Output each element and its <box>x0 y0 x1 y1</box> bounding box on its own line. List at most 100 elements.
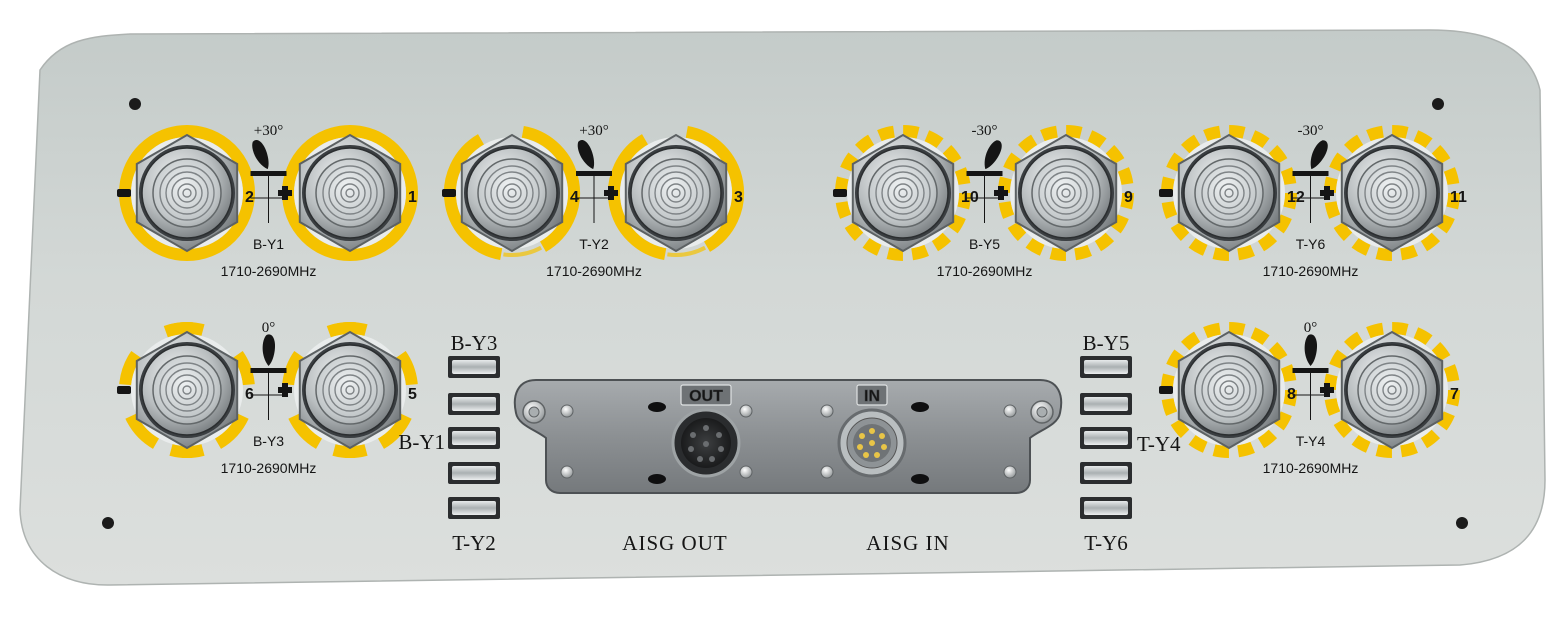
right-slot-column <box>1080 356 1132 519</box>
rf-connector-port-12[interactable] <box>1173 133 1285 253</box>
tilt-angle-label: +30° <box>254 123 283 139</box>
port-group-ty2: +30° 4 3T-Y2 1710-2690MHz <box>442 123 745 279</box>
rf-connector-port-6[interactable] <box>131 330 243 450</box>
port-group-name: B-Y3 <box>253 433 284 449</box>
right-slot-top-label: B-Y5 <box>1083 331 1130 355</box>
tilt-angle-label: -30° <box>1298 123 1324 139</box>
rf-connector-port-1[interactable] <box>294 133 406 253</box>
tilt-indicator-icon <box>966 140 1003 176</box>
rf-connector-port-9[interactable] <box>1010 133 1122 253</box>
aisg-in-connector[interactable] <box>837 408 907 478</box>
minus-sign-icon <box>117 189 131 197</box>
rf-connector-port-2[interactable] <box>131 133 243 253</box>
port-number-label: 12 <box>1287 189 1305 206</box>
aisg-in-label: AISG IN <box>866 531 949 555</box>
frequency-band-label: 1710-2690MHz <box>546 263 642 279</box>
port-number-label: 5 <box>408 386 417 403</box>
minus-sign-icon <box>1159 189 1173 197</box>
right-slot-middle-label: T-Y4 <box>1137 432 1181 456</box>
cable-slot <box>448 497 500 519</box>
minus-sign-icon <box>1159 386 1173 394</box>
left-slot-top-label: B-Y3 <box>451 331 498 355</box>
plus-sign-icon <box>1320 383 1334 397</box>
cable-slot <box>1080 497 1132 519</box>
port-group-by3: 0° 6 5B-Y3 1710-2690MHz <box>117 320 418 476</box>
plus-sign-icon <box>994 186 1008 200</box>
port-group-by1: +30° 2 1B-Y1 1710-2690MHz <box>117 123 418 279</box>
cable-slot <box>448 427 500 449</box>
rf-connector-port-11[interactable] <box>1336 133 1448 253</box>
port-group-name: T-Y4 <box>1296 433 1326 449</box>
plus-sign-icon <box>278 383 292 397</box>
port-group-ty4: 0° 8 7T-Y4 1710-2690MHz <box>1159 320 1460 476</box>
port-number-label: 1 <box>408 189 417 206</box>
tilt-angle-label: -30° <box>972 123 998 139</box>
port-number-label: 6 <box>245 386 254 403</box>
rf-connector-port-8[interactable] <box>1173 330 1285 450</box>
rf-connector-port-4[interactable] <box>456 133 568 253</box>
mounting-hole-icon <box>129 98 141 110</box>
rf-connector-port-10[interactable] <box>847 133 959 253</box>
cable-slot <box>448 393 500 415</box>
cable-slot <box>448 356 500 378</box>
port-number-label: 9 <box>1124 189 1133 206</box>
rf-connector-port-7[interactable] <box>1336 330 1448 450</box>
aisg-plate-screws <box>522 400 1054 479</box>
mounting-hole-icon <box>102 517 114 529</box>
aisg-out-label: AISG OUT <box>622 531 727 555</box>
mounting-holes <box>102 98 1468 529</box>
tilt-indicator-icon <box>1292 140 1329 176</box>
minus-sign-icon <box>442 189 456 197</box>
aisg-plate: OUT IN <box>513 379 1063 494</box>
minus-sign-icon <box>833 189 847 197</box>
cable-slot <box>448 462 500 484</box>
tilt-indicator-icon <box>576 139 612 176</box>
frequency-band-label: 1710-2690MHz <box>1263 263 1359 279</box>
rf-connector-port-5[interactable] <box>294 330 406 450</box>
port-group-name: T-Y6 <box>1296 236 1326 252</box>
port-number-label: 2 <box>245 189 254 206</box>
frequency-band-label: 1710-2690MHz <box>221 460 317 476</box>
aisg-out-badge-text: OUT <box>689 388 723 405</box>
rf-connector-port-3[interactable] <box>620 133 732 253</box>
cable-slot <box>1080 462 1132 484</box>
tilt-angle-label: 0° <box>1304 320 1318 336</box>
left-slot-column <box>448 356 500 519</box>
plus-sign-icon <box>278 186 292 200</box>
port-number-label: 4 <box>570 189 579 206</box>
port-number-label: 8 <box>1287 386 1296 403</box>
tilt-indicator-icon <box>1292 334 1329 373</box>
frequency-band-label: 1710-2690MHz <box>1263 460 1359 476</box>
frequency-band-label: 1710-2690MHz <box>937 263 1033 279</box>
tilt-angle-label: 0° <box>262 320 276 336</box>
plus-sign-icon <box>604 186 618 200</box>
port-group-name: B-Y5 <box>969 236 1000 252</box>
aisg-in-badge-text: IN <box>864 388 880 405</box>
left-slot-middle-label: B-Y1 <box>398 430 445 454</box>
frequency-band-label: 1710-2690MHz <box>221 263 317 279</box>
tilt-indicator-icon <box>250 139 287 176</box>
minus-sign-icon <box>117 386 131 394</box>
port-number-label: 7 <box>1450 386 1459 403</box>
tilt-angle-label: +30° <box>579 123 608 139</box>
aisg-out-badge <box>680 384 732 406</box>
port-group-ty6: -30° 12 11T-Y6 1710-2690MHz <box>1159 123 1467 279</box>
aisg-out-connector[interactable] <box>671 408 741 478</box>
tilt-indicator-icon <box>250 334 287 373</box>
port-number-label: 11 <box>1450 189 1467 206</box>
aisg-in-badge <box>856 384 888 406</box>
plus-sign-icon <box>1320 186 1334 200</box>
mounting-hole-icon <box>1432 98 1444 110</box>
right-slot-bottom-label: T-Y6 <box>1084 531 1128 555</box>
port-group-name: B-Y1 <box>253 236 284 252</box>
cable-slot <box>1080 356 1132 378</box>
left-slot-bottom-label: T-Y2 <box>452 531 496 555</box>
port-number-label: 3 <box>734 189 743 206</box>
cable-slot <box>1080 393 1132 415</box>
cable-slot <box>1080 427 1132 449</box>
panel-body <box>19 29 1546 586</box>
port-group-name: T-Y2 <box>579 236 609 252</box>
mounting-hole-icon <box>1456 517 1468 529</box>
